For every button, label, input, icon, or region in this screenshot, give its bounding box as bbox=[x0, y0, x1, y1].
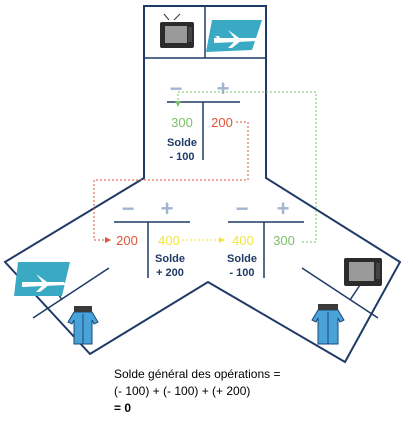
tv-icon bbox=[344, 258, 382, 286]
airplane-icon bbox=[14, 262, 70, 296]
airplane-icon bbox=[206, 20, 262, 52]
green-arrow bbox=[175, 91, 317, 243]
top-solde-label: Solde bbox=[167, 137, 197, 149]
right-t-account: − + 400 300 Solde - 100 bbox=[227, 196, 304, 279]
left-left-value: 200 bbox=[116, 233, 138, 248]
right-left-value: 400 bbox=[232, 233, 254, 248]
left-t-account: − + 200 400 Solde + 200 bbox=[114, 196, 190, 279]
summary-line-2: (- 100) + (- 100) + (+ 200) bbox=[114, 384, 250, 398]
top-right-value: 200 bbox=[211, 115, 233, 130]
left-solde-value: + 200 bbox=[156, 267, 184, 279]
top-t-account: − + 300 200 Solde - 100 bbox=[167, 76, 240, 163]
tv-icon bbox=[160, 13, 194, 48]
top-left-value: 300 bbox=[171, 115, 193, 130]
red-arrow bbox=[93, 121, 249, 243]
right-right-value: 300 bbox=[273, 233, 295, 248]
clothing-icon bbox=[67, 306, 99, 345]
top-solde-value: - 100 bbox=[169, 151, 194, 163]
plus-sign: + bbox=[277, 196, 290, 221]
right-solde-value: - 100 bbox=[229, 267, 254, 279]
left-solde-label: Solde bbox=[155, 253, 185, 265]
summary-line-3: = 0 bbox=[114, 401, 131, 415]
left-right-value: 400 bbox=[158, 233, 180, 248]
summary-line-1: Solde général des opérations = bbox=[114, 367, 280, 381]
summary: Solde général des opérations = (- 100) +… bbox=[114, 367, 280, 415]
minus-sign: − bbox=[122, 196, 135, 221]
plus-sign: + bbox=[217, 76, 230, 101]
plus-sign: + bbox=[161, 196, 174, 221]
top-icon-panel bbox=[144, 6, 266, 59]
right-solde-label: Solde bbox=[227, 253, 257, 265]
clothing-icon bbox=[311, 304, 345, 345]
y-frame bbox=[3, 5, 402, 364]
minus-sign: − bbox=[236, 196, 249, 221]
minus-sign: − bbox=[170, 76, 183, 101]
